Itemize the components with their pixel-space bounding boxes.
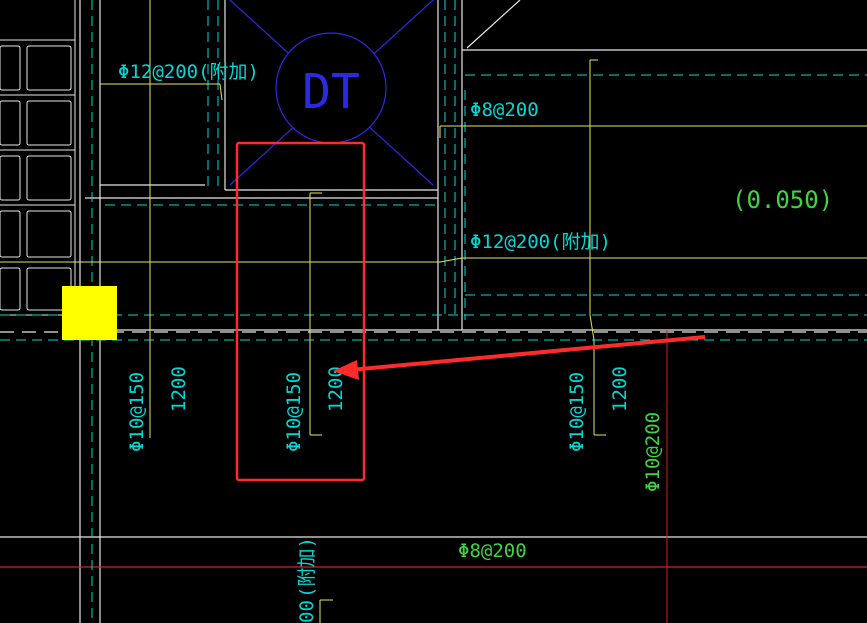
stair-corner (466, 0, 521, 49)
rebar-bottom-partial-2: 00 (296, 600, 318, 623)
rebar-vertical-1-length: 1200 (168, 366, 190, 412)
rebar-vertical-2-length: 1200 (325, 366, 347, 412)
rebar-labels: Φ12@200(附加) Φ8@200 Φ12@200(附加) (0.050) Φ… (118, 61, 833, 623)
rebar-vertical-green: Φ10@200 (642, 412, 664, 492)
rebar-label-bottom: Φ8@200 (458, 540, 527, 562)
rebar-vertical-3-spec: Φ10@150 (566, 372, 588, 452)
rebar-label-mid-right-1: Φ8@200 (470, 99, 539, 121)
elevator-mark: DT (302, 64, 360, 120)
rebar-vertical-3-length: 1200 (609, 366, 631, 412)
rebar-bottom-partial-1: (附加) (296, 537, 318, 598)
elevation-label: (0.050) (732, 186, 833, 214)
annotation-highlight-box (235, 141, 366, 482)
annotation-arrow (333, 335, 706, 380)
rebar-vertical-1-spec: Φ10@150 (126, 372, 148, 452)
elevator-shaft (229, 0, 434, 186)
rebar-vertical-2-spec: Φ10@150 (283, 372, 305, 452)
rebar-label-mid-right-2: Φ12@200(附加) (470, 231, 611, 253)
column-highlight (62, 286, 117, 340)
rebar-label-top-left: Φ12@200(附加) (118, 61, 259, 83)
